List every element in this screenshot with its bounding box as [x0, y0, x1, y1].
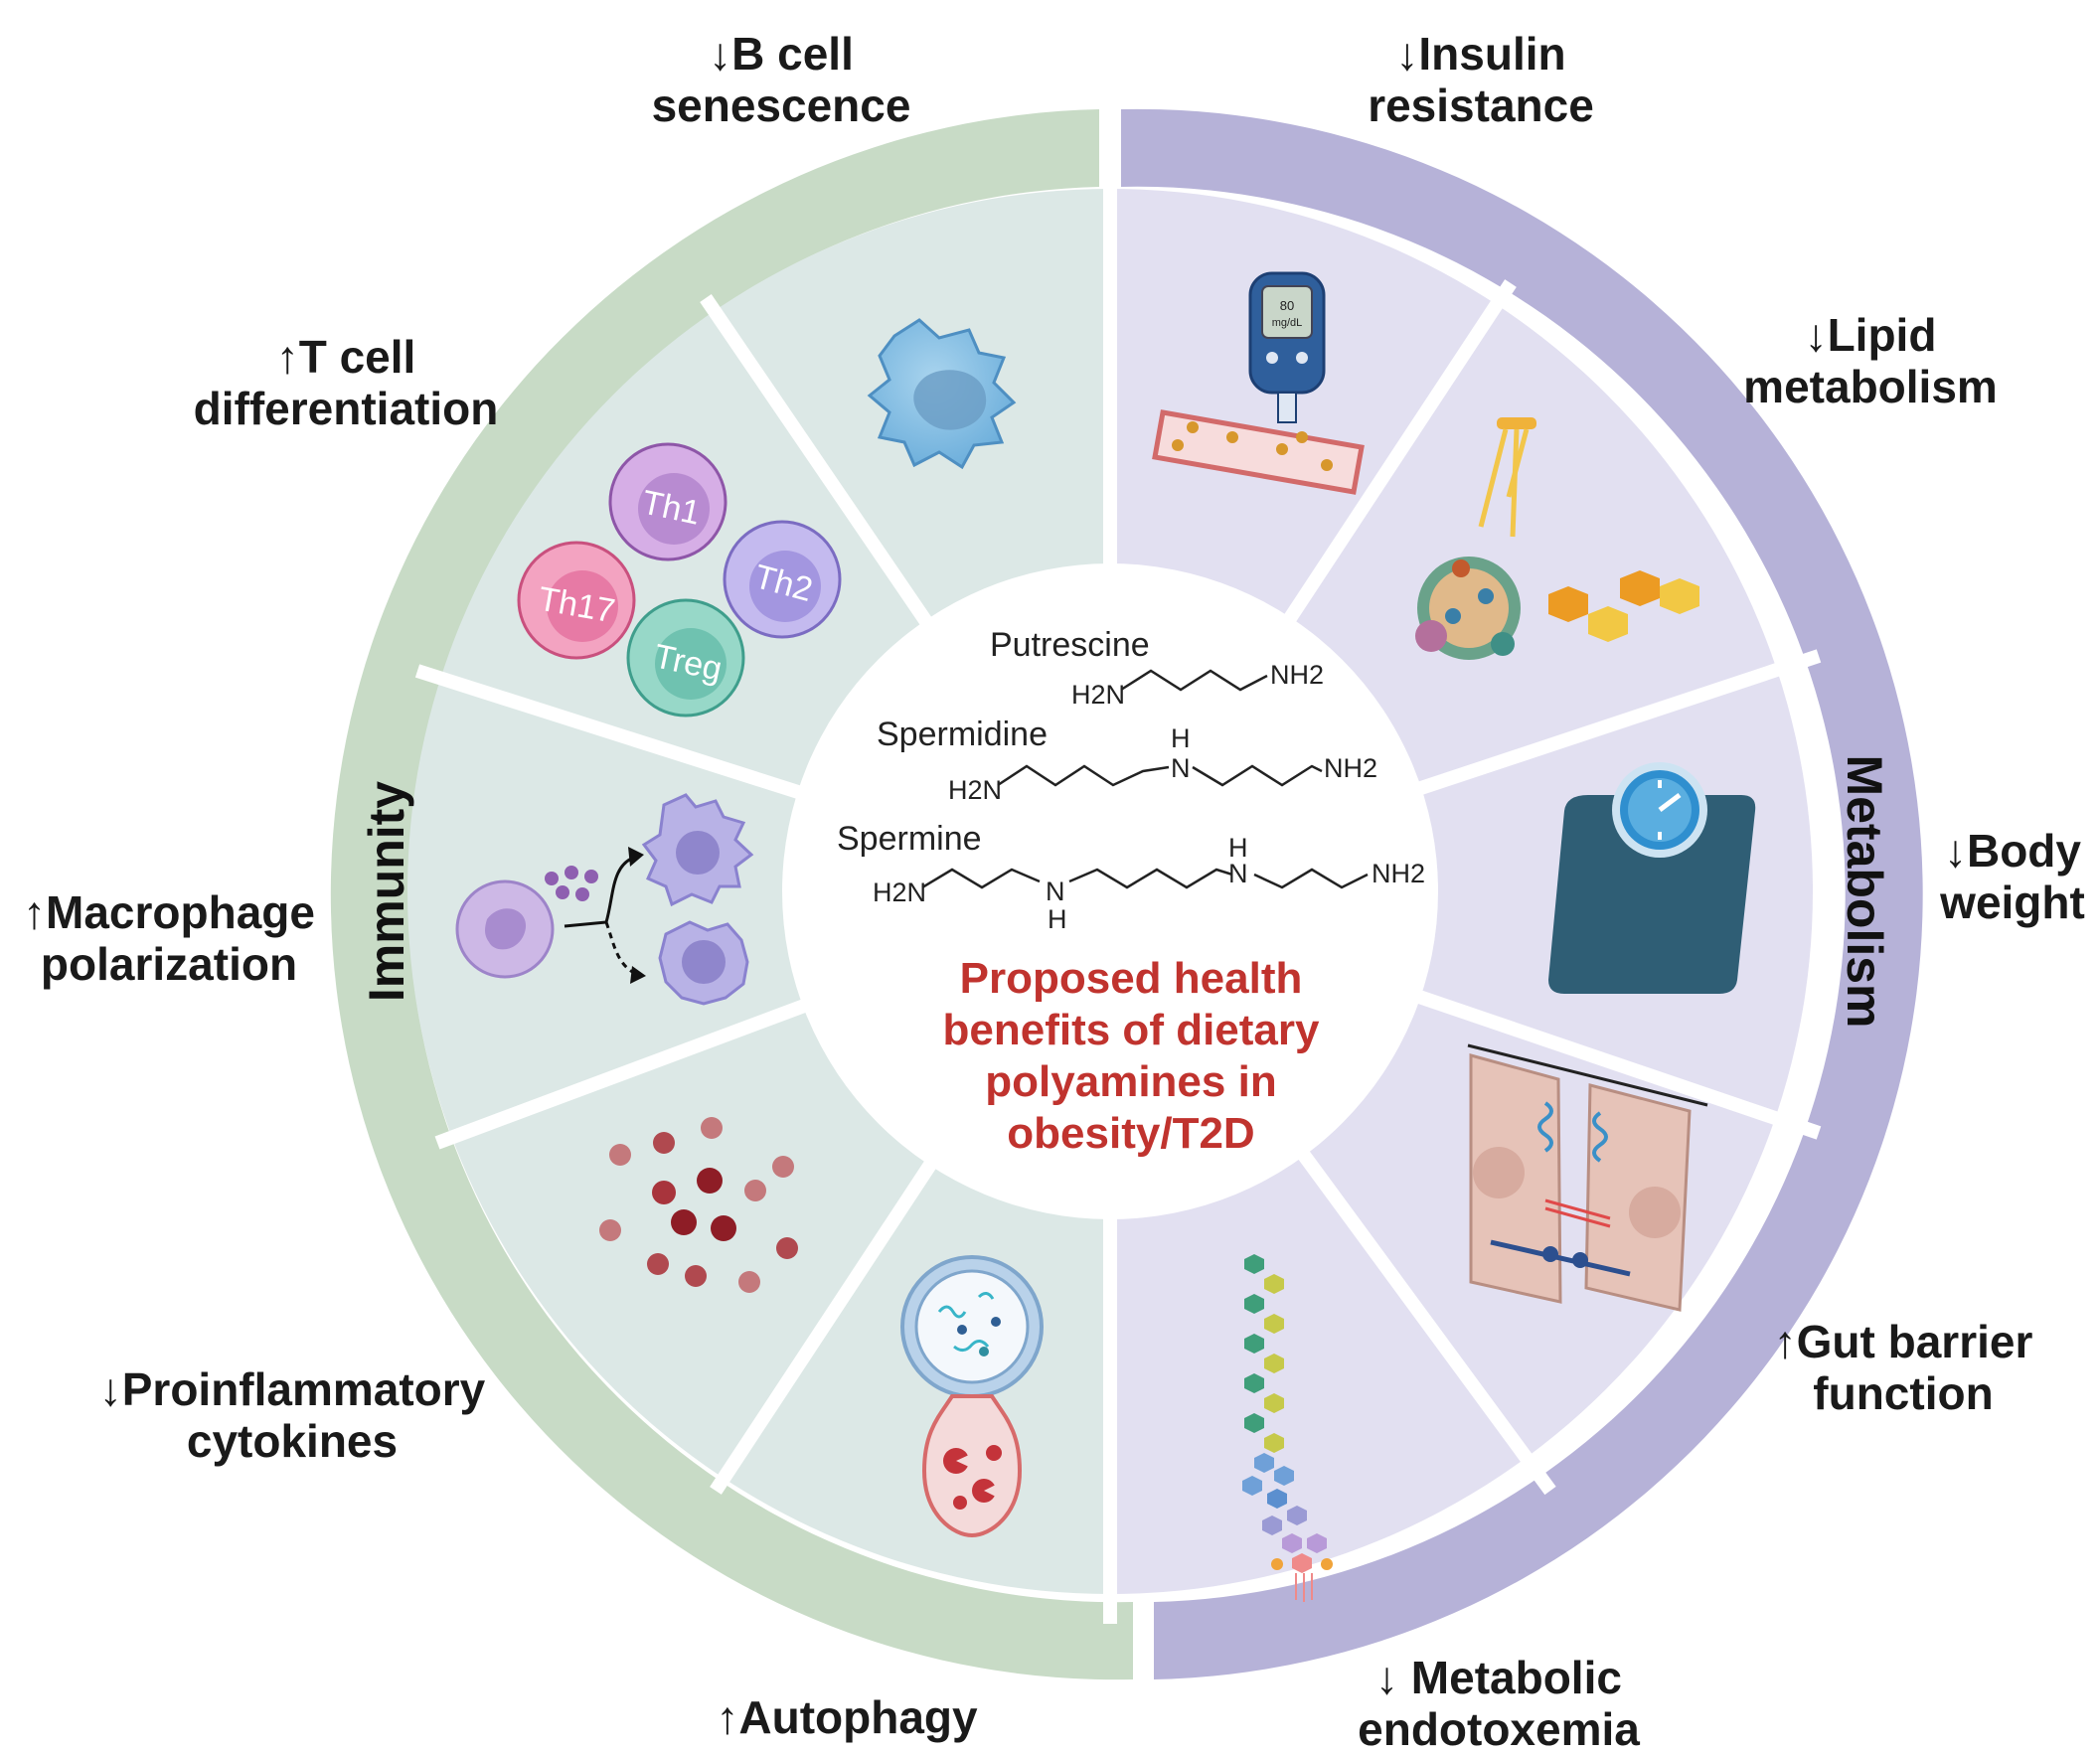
- spermidine-left-group: H2N: [948, 775, 1002, 805]
- spermine-structure: Spermine H2N N H H N NH2: [837, 820, 1425, 934]
- spermine-n1: N: [1046, 877, 1065, 906]
- label-line-1: ↓Proinflammatory: [98, 1363, 486, 1415]
- label-line-1: ↓ Metabolic: [1375, 1652, 1622, 1703]
- label-line-2: function: [1813, 1367, 1994, 1419]
- gut-barrier-icon: [1467, 1043, 1708, 1312]
- cytokines-icon: [599, 1117, 798, 1293]
- lps-endotoxin-icon: [1242, 1254, 1333, 1602]
- label-line-1: ↑Macrophage: [23, 886, 315, 938]
- macrophage-polarization-icon: [455, 793, 754, 1006]
- center-title: Proposed health benefits of dietary poly…: [943, 954, 1320, 1158]
- label-line-2: cytokines: [186, 1415, 399, 1467]
- putrescine-right-group: NH2: [1270, 660, 1324, 690]
- label-proinflammatory-cytokines: ↓Proinflammatory cytokines: [99, 1363, 486, 1467]
- t-cells-icon: Th1 Th17 Th2 Treg: [517, 442, 842, 718]
- label-line-1: ↓Body: [1943, 825, 2081, 877]
- putrescine-name: Putrescine: [990, 626, 1150, 664]
- label-line-2: differentiation: [193, 383, 499, 434]
- label-line-2: polarization: [40, 938, 298, 990]
- spermine-right-group: NH2: [1372, 859, 1425, 888]
- immunity-label: Immunity: [359, 781, 414, 1002]
- autophagy-icon: [900, 1255, 1044, 1538]
- dendritic-cell-icon: [867, 318, 1017, 470]
- label-line-1: ↑T cell: [275, 331, 416, 383]
- label-lipid-metabolism: ↓Lipid metabolism: [1743, 309, 1998, 412]
- label-line-1: ↓Insulin: [1395, 28, 1566, 80]
- label-line-2: weight: [1940, 877, 2085, 928]
- label-body-weight: ↓Body weight: [1940, 825, 2085, 928]
- glucometer-icon: 80 mg/dL: [1152, 271, 1365, 495]
- putrescine-structure: Putrescine H2N NH2: [990, 626, 1324, 710]
- label-line-2: endotoxemia: [1358, 1703, 1640, 1755]
- label-metabolic-endotoxemia: ↓ Metabolic endotoxemia: [1358, 1652, 1640, 1755]
- spermidine-name: Spermidine: [877, 716, 1048, 753]
- label-line-1: ↑Gut barrier: [1773, 1316, 2033, 1367]
- spermine-h2: H: [1228, 833, 1248, 863]
- title-line-3: polyamines in: [985, 1057, 1276, 1106]
- label-insulin-resistance: ↓Insulin resistance: [1368, 28, 1594, 131]
- spermidine-right-group: NH2: [1324, 753, 1377, 783]
- metabolism-label: Metabolism: [1837, 754, 1892, 1028]
- spermidine-n: N: [1171, 753, 1191, 783]
- scale-icon: [1548, 762, 1756, 994]
- title-line-2: benefits of dietary: [943, 1006, 1320, 1054]
- spermidine-h: H: [1171, 723, 1191, 753]
- label-line-2: metabolism: [1743, 361, 1998, 412]
- spermine-name: Spermine: [837, 820, 982, 858]
- label-autophagy: ↑Autophagy: [716, 1691, 977, 1743]
- title-line-4: obesity/T2D: [1007, 1109, 1254, 1158]
- glucometer-reading: 80: [1280, 298, 1294, 313]
- putrescine-left-group: H2N: [1071, 680, 1125, 710]
- label-t-cell-differentiation: ↑T cell differentiation: [194, 331, 499, 434]
- lipid-icon: [1415, 417, 1699, 660]
- center-disc: [782, 563, 1438, 1219]
- spermine-n2: N: [1228, 859, 1248, 888]
- immunity-panels: [407, 189, 1110, 1594]
- label-line-2: senescence: [651, 80, 911, 131]
- label-b-cell-senescence: ↓B cell senescence: [652, 28, 911, 131]
- label-line-2: resistance: [1368, 80, 1594, 131]
- spermine-left-group: H2N: [873, 878, 926, 907]
- glucometer-unit: mg/dL: [1272, 317, 1303, 329]
- label-gut-barrier-function: ↑Gut barrier function: [1774, 1316, 2033, 1419]
- label-line-1: ↓B cell: [709, 28, 854, 80]
- title-line-1: Proposed health: [960, 954, 1303, 1003]
- label-macrophage-polarization: ↑Macrophage polarization: [23, 886, 315, 990]
- label-line-1: ↓Lipid: [1804, 309, 1937, 361]
- spermine-h1: H: [1048, 904, 1067, 934]
- spermidine-structure: Spermidine H2N H N NH2: [877, 716, 1377, 805]
- label-line-1: ↑Autophagy: [716, 1691, 978, 1743]
